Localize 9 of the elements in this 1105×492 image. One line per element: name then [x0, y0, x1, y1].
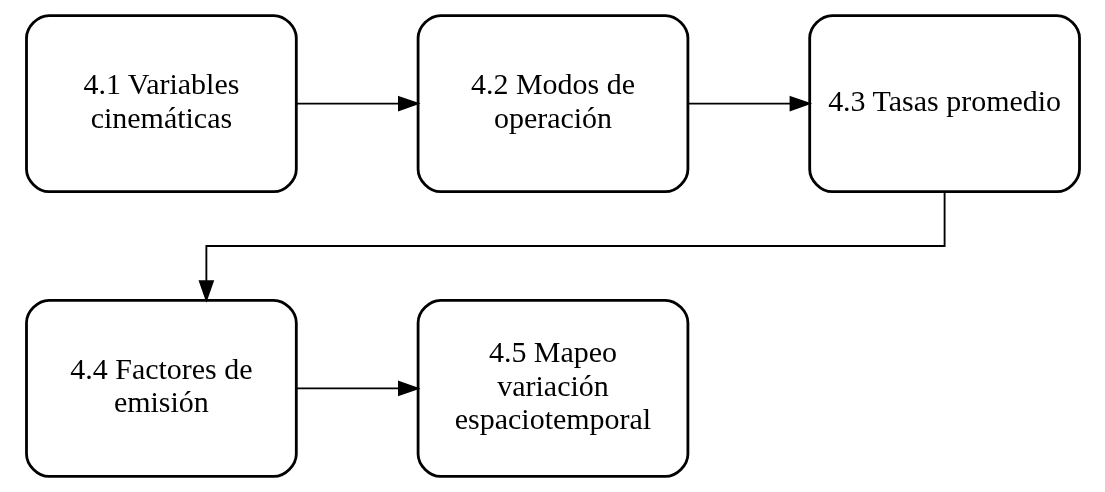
node-box: 4.1 Variables cinemáticas — [24, 14, 298, 194]
arrow — [198, 191, 946, 303]
node-box: 4.5 Mapeo variación espaciotemporal — [416, 298, 689, 478]
arrow — [686, 95, 812, 112]
arrow — [295, 95, 420, 112]
node-box: 4.2 Modos de operación — [416, 14, 689, 194]
node-box: 4.3 Tasas promedio — [807, 14, 1081, 194]
arrow — [295, 380, 420, 397]
node-box: 4.4 Factores de emisión — [24, 298, 298, 478]
